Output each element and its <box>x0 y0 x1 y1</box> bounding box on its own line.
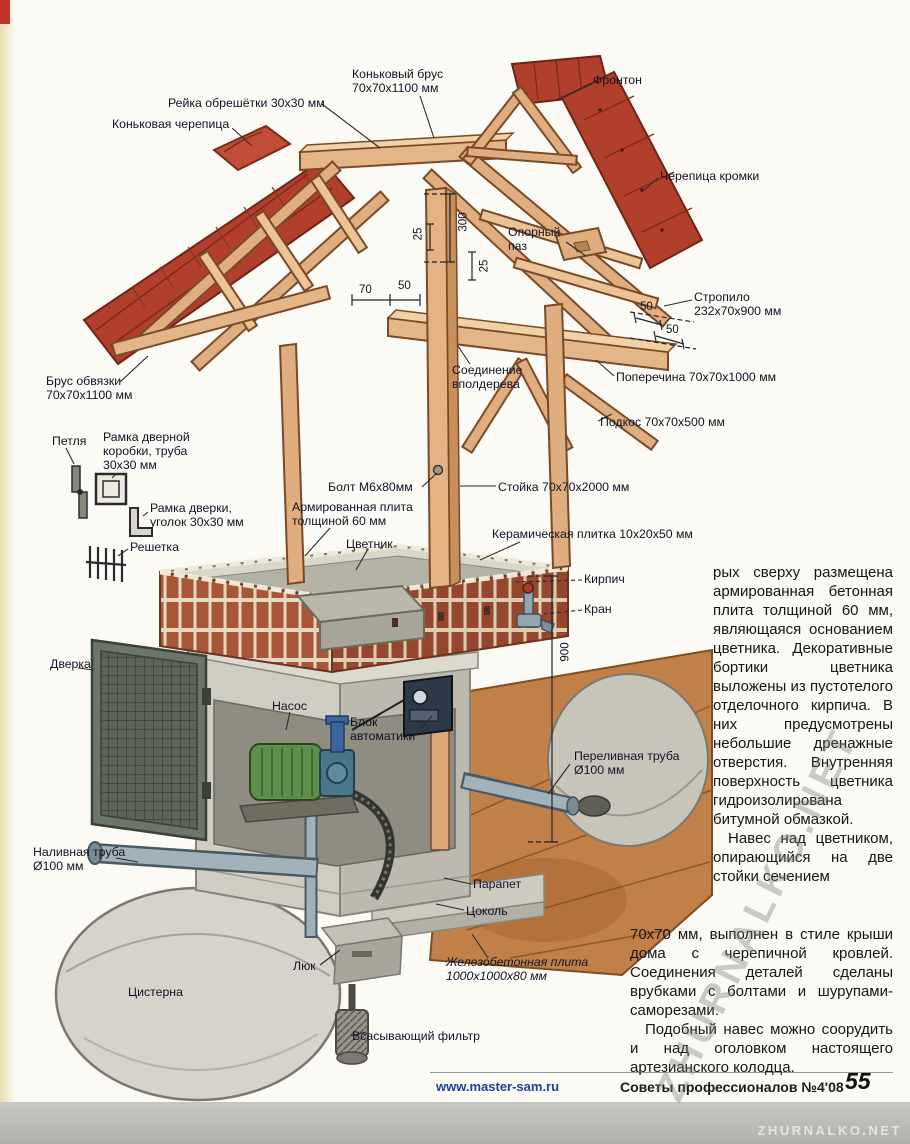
faucet <box>516 582 555 635</box>
brick-planter <box>159 543 569 674</box>
label-petlya: Петля <box>52 434 87 448</box>
label-zhelezobetonnaya-plita: Железобетонная плита 1000х1000х80 мм <box>446 955 589 983</box>
label-lyuk: Люк <box>293 959 316 973</box>
label-armirovannaya-plita: Армированная плита толщиной 60 мм <box>292 500 413 528</box>
label-fronton: Фронтон <box>593 73 642 87</box>
label-kran: Кран <box>584 602 612 616</box>
scan-bottom-strip <box>0 1102 910 1144</box>
label-nasos: Насос <box>272 699 307 713</box>
dim-25-b: 25 <box>478 259 491 273</box>
label-poperechina: Поперечина 70х70х1000 мм <box>616 370 777 384</box>
footer-issue-title: Советы профессионалов №4'08 <box>620 1079 844 1095</box>
ridge-tile <box>212 124 292 172</box>
label-nalivnaya-truba: Наливная труба Ø100 мм <box>33 845 126 873</box>
label-parapet: Парапет <box>473 877 522 891</box>
label-cherepitsa-kromki: Черепица кромки <box>660 169 760 183</box>
scan-edge-shadow <box>0 0 16 1102</box>
footer-page-number: 55 <box>845 1068 871 1094</box>
magazine-page: Рейка обрешётки 30х30 мм Коньковый брус … <box>0 0 910 1108</box>
label-ramka-dvernoy-korobki: Рамка дверной коробки, труба 30х30 мм <box>103 430 190 472</box>
label-kirpich: Кирпич <box>584 572 625 586</box>
concrete-slab <box>371 873 545 941</box>
label-tsisterna: Цистерна <box>128 985 183 999</box>
leader-lines <box>65 83 693 1037</box>
pipes <box>87 771 580 938</box>
label-blok-avtomatiki: Блок автоматики <box>350 715 416 743</box>
label-stropilo: Стропило 232х70х900 мм <box>694 290 782 318</box>
label-konkovaya-cherepitsa: Коньковая черепица <box>112 117 230 131</box>
label-tsokol: Цоколь <box>466 904 508 918</box>
detail-icons <box>71 465 153 582</box>
well-cover-disc <box>547 673 709 847</box>
dim-300: 300 <box>457 212 470 232</box>
label-oporny-paz: Опорный паз <box>508 225 561 253</box>
dim-25-a: 25 <box>412 227 425 241</box>
label-ramka-dverki: Рамка дверки, уголок 30х30 мм <box>150 501 244 529</box>
posts-and-beams <box>278 186 678 590</box>
label-soedinenie-vpoldereva: Соединение вполдерева <box>452 363 523 391</box>
label-konkovy-brus: Коньковый брус 70х70х1100 мм <box>352 67 444 95</box>
article-paragraph: рых сверху размещена армированная бетонн… <box>713 564 893 828</box>
label-dverka: Дверка <box>50 657 91 671</box>
dim-50-b: 50 <box>640 301 653 313</box>
watermark-corner: ZHURNALKO.NET <box>757 1123 902 1138</box>
dim-50-a: 50 <box>398 280 411 292</box>
label-keramicheskaya-plitka: Керамическая плитка 10х20х50 мм <box>492 527 693 541</box>
label-brus-obvyazki: Брус обвязки 70х70х1100 мм <box>46 374 133 402</box>
gable-tiles <box>510 54 704 270</box>
pump <box>238 715 360 823</box>
label-bolt: Болт М6х80мм <box>328 480 413 494</box>
dim-50-c: 50 <box>666 324 679 336</box>
suction-filter <box>335 984 369 1065</box>
grate-icon <box>85 546 127 582</box>
article-paragraph: Подобный навес можно соорудить и над ого… <box>630 1021 893 1076</box>
label-tsvetnik: Цветник <box>346 537 393 551</box>
cistern-tank <box>54 886 342 1102</box>
label-perelivnaya-truba: Переливная труба Ø100 мм <box>574 749 680 777</box>
square-tube-icon <box>94 472 128 506</box>
mesh-door <box>90 638 211 842</box>
label-podkos: Подкос 70х70х500 мм <box>600 415 725 429</box>
footer-website: www.master-sam.ru <box>436 1079 560 1094</box>
label-stoika: Стойка 70х70х2000 мм <box>498 480 630 494</box>
label-reshetka: Решетка <box>130 540 179 554</box>
hatch-box <box>320 917 404 985</box>
article-paragraph: Навес над цветником, опирающийся на две … <box>713 830 893 885</box>
hinge-icon <box>71 465 88 519</box>
label-vsasyvayushchiy-filtr: Всасывающий фильтр <box>352 1029 480 1043</box>
dimension-lines <box>351 193 697 843</box>
angle-profile-icon <box>129 507 153 537</box>
dim-70: 70 <box>359 284 372 296</box>
automation-unit <box>351 674 453 738</box>
scan-corner-mark <box>0 0 10 24</box>
article-column-narrow: рых сверху размещена армированная бетонн… <box>713 563 893 886</box>
article-column-wide: 70х70 мм, выполнен в стиле крыши дома с … <box>630 925 893 1077</box>
label-reika-obreshetki: Рейка обрешётки 30х30 мм <box>168 96 325 110</box>
well-canopy-illustration <box>54 54 713 1102</box>
footer-rule <box>430 1072 893 1073</box>
roof-frame <box>110 85 672 372</box>
article-paragraph: 70х70 мм, выполнен в стиле крыши дома с … <box>630 926 893 1019</box>
dim-900: 900 <box>559 642 572 662</box>
